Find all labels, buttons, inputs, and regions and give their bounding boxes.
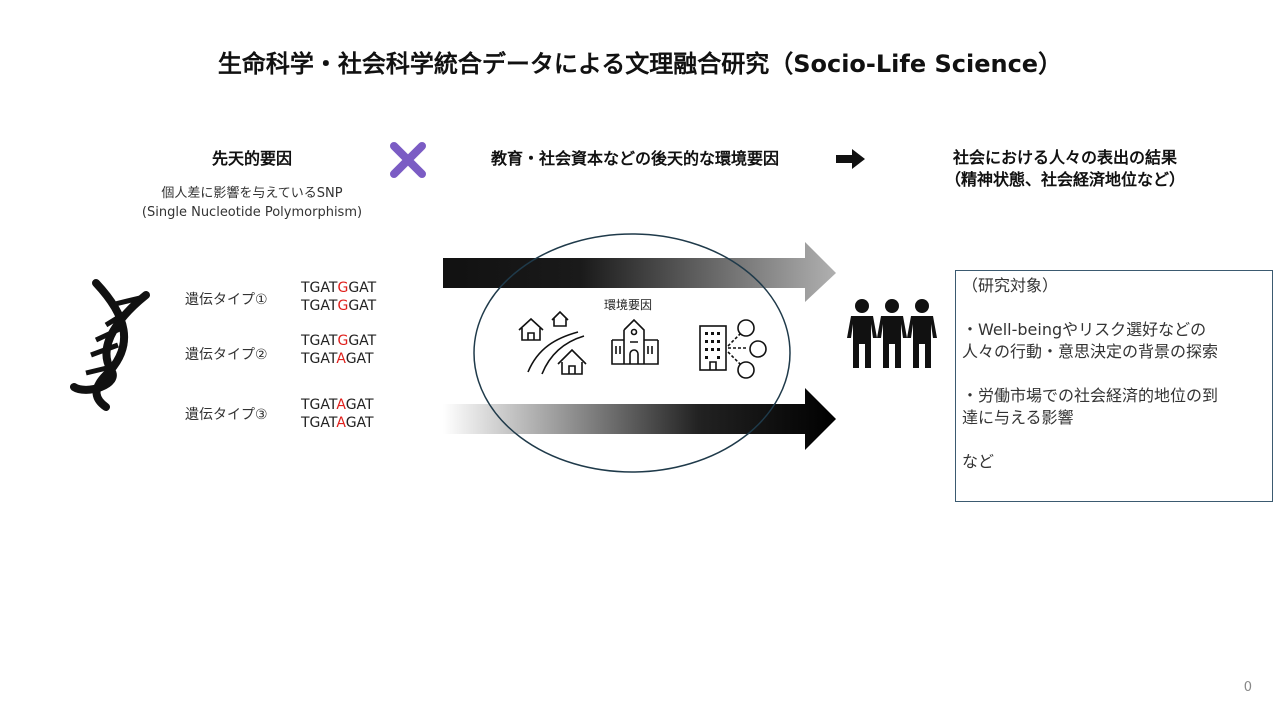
research-targets-box: （研究対象） ・Well-beingやリスク選好などの 人々の行動・意思決定の背… — [955, 270, 1273, 502]
genotype-label: 遺伝タイプ③ — [185, 407, 268, 423]
slide-title: 生命科学・社会科学統合データによる文理融合研究（Socio-Life Scien… — [217, 50, 1063, 78]
right-arrow-icon — [836, 149, 865, 169]
box-line — [962, 429, 1266, 451]
genotype-1-sequences: TGATGGAT TGATGGAT — [301, 279, 376, 315]
company-network-icon — [699, 319, 767, 379]
sequence: TGATAGAT — [301, 415, 374, 431]
sequence: TGATAGAT — [301, 397, 374, 413]
box-line: ・労働市場での社会経済的地位の到 — [962, 386, 1219, 405]
environment-ellipse — [473, 233, 791, 473]
box-line — [962, 363, 1266, 385]
box-line: （研究対象） — [962, 276, 1059, 295]
outcome-heading-line2: （精神状態、社会経済地位など） — [944, 170, 1185, 189]
outcome-heading-line1: 社会における人々の表出の結果 — [952, 148, 1177, 167]
innate-desc-line2: (Single Nucleotide Polymorphism) — [141, 205, 363, 220]
cross-icon — [390, 142, 426, 178]
innate-heading: 先天的要因 — [211, 149, 292, 168]
outcome-heading: 社会における人々の表出の結果 （精神状態、社会経済地位など） — [900, 147, 1230, 191]
box-line: 達に与える影響 — [962, 408, 1074, 427]
box-line: 人々の行動・意思決定の背景の探索 — [962, 342, 1219, 361]
page-number: 0 — [1243, 680, 1252, 695]
box-line: など — [962, 452, 995, 471]
genotype-3-sequences: TGATAGAT TGATAGAT — [301, 396, 374, 432]
genotype-2-sequences: TGATGGAT TGATAGAT — [301, 332, 376, 368]
school-icon — [611, 318, 659, 365]
sequence: TGATGGAT — [301, 333, 377, 349]
dna-icon — [70, 279, 150, 411]
environment-label: 環境要因 — [604, 298, 653, 312]
flow-arrows — [443, 242, 836, 450]
genotype-label: 遺伝タイプ① — [185, 292, 268, 308]
sequence: TGATGGAT — [301, 280, 377, 296]
innate-desc-line1: 個人差に影響を与えているSNP — [161, 186, 343, 201]
arrow-environment-to-outcome — [443, 388, 836, 450]
arrow-innate-to-outcome — [443, 242, 836, 302]
people-group-icon — [847, 299, 937, 368]
box-line: ・Well-beingやリスク選好などの — [962, 320, 1207, 339]
environment-heading: 教育・社会資本などの後天的な環境要因 — [490, 149, 779, 168]
genotype-label: 遺伝タイプ② — [185, 347, 268, 363]
box-line — [962, 297, 1266, 319]
innate-description: 個人差に影響を与えているSNP (Single Nucleotide Polym… — [102, 184, 402, 222]
sequence: TGATAGAT — [301, 351, 374, 367]
sequence: TGATGGAT — [301, 298, 377, 314]
neighborhood-icon — [518, 310, 587, 375]
